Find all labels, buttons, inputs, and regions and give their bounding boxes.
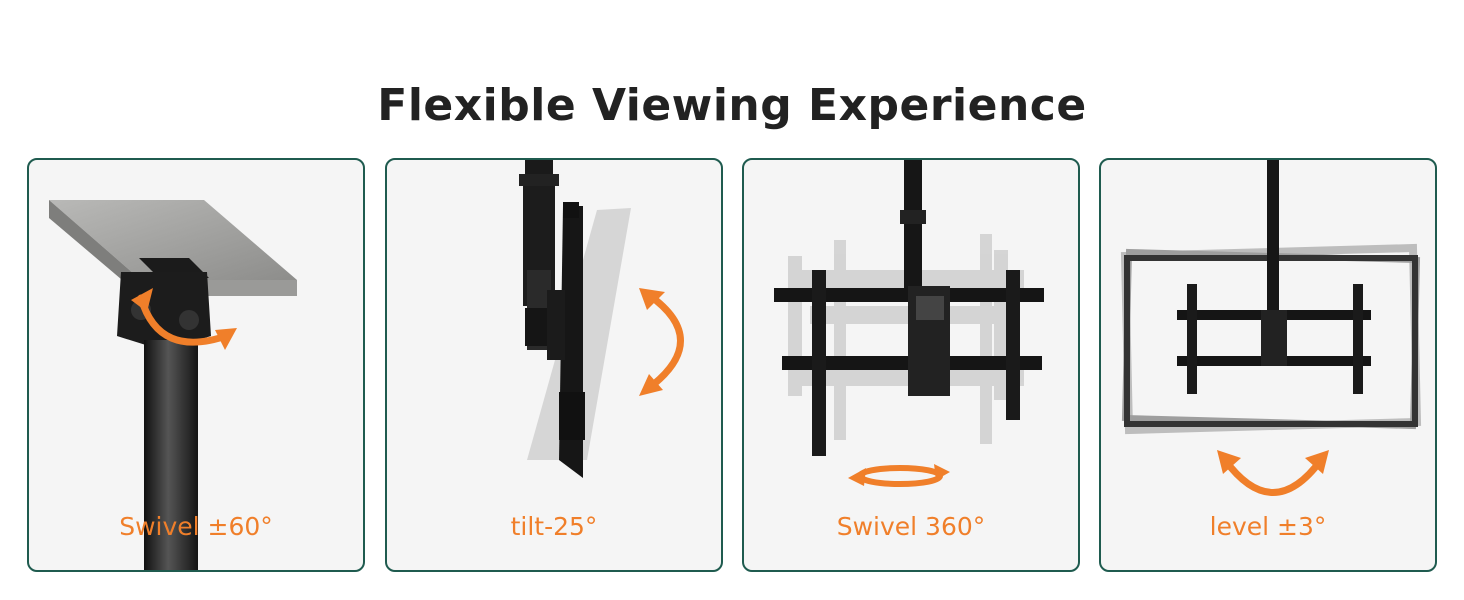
panel-label: Swivel 360° bbox=[836, 512, 986, 541]
pole bbox=[904, 160, 922, 290]
level-illustration bbox=[1120, 160, 1422, 496]
panel-label: Swivel ±60° bbox=[119, 512, 273, 541]
feature-panel-swivel-360: Swivel 360° bbox=[742, 158, 1080, 572]
ceiling-slab bbox=[49, 200, 297, 280]
pole bbox=[1267, 160, 1279, 310]
feature-panel-tilt: tilt-25° bbox=[385, 158, 723, 572]
feature-panel-swivel-60: Swivel ±60° bbox=[27, 158, 365, 572]
tilt-arrow-icon bbox=[645, 291, 684, 392]
tilt-illustration bbox=[519, 160, 684, 478]
panel-label: tilt-25° bbox=[510, 512, 598, 541]
page-title: Flexible Viewing Experience bbox=[377, 80, 1087, 131]
swivel-60-illustration bbox=[49, 200, 297, 570]
rotation-arrow-icon bbox=[857, 465, 943, 487]
feature-panel-level: level ±3° bbox=[1099, 158, 1437, 572]
panel-label: level ±3° bbox=[1209, 512, 1327, 541]
pole bbox=[144, 340, 198, 570]
level-arrow-icon bbox=[1221, 456, 1325, 496]
swivel-360-illustration bbox=[774, 160, 1044, 487]
